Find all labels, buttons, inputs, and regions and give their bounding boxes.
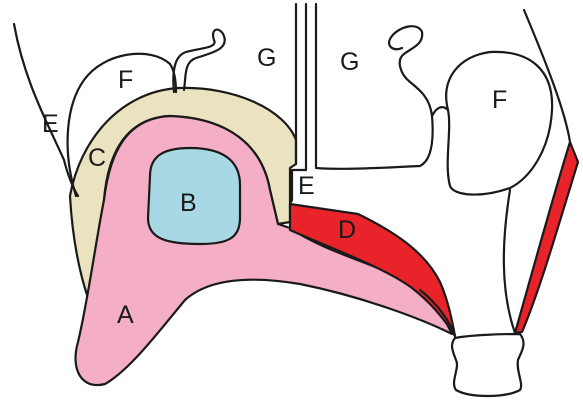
label-e-left: E bbox=[42, 110, 59, 138]
label-f-right: F bbox=[492, 86, 507, 114]
right-outer-contour bbox=[524, 10, 570, 142]
region-d-right bbox=[515, 142, 578, 333]
label-a: A bbox=[117, 301, 134, 329]
label-d: D bbox=[338, 216, 356, 244]
label-c: C bbox=[88, 144, 106, 172]
label-g-right: G bbox=[340, 48, 359, 76]
label-b: B bbox=[180, 189, 197, 217]
label-f-left: F bbox=[118, 66, 133, 94]
label-e-center: E bbox=[298, 172, 315, 200]
right-chamber-g bbox=[316, 4, 433, 169]
label-g-left: G bbox=[257, 44, 276, 72]
right-bulb-f bbox=[446, 52, 552, 195]
left-bulb-connection bbox=[173, 30, 224, 92]
bottom-bulb bbox=[452, 334, 523, 396]
right-stem bbox=[504, 190, 515, 333]
right-inner-passage bbox=[432, 107, 448, 116]
